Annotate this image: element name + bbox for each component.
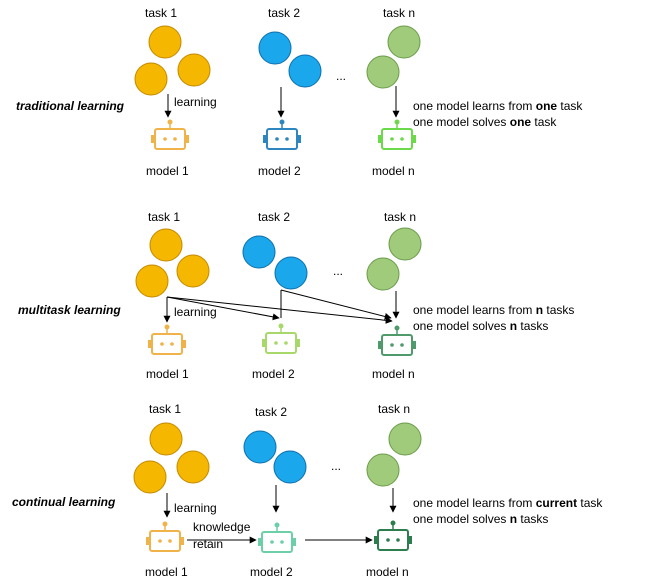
continual-task2-sample — [273, 450, 307, 484]
multitask-taskn-sample — [388, 227, 422, 261]
multitask-arrow-1-to-2 — [166, 296, 280, 321]
traditional-task1-sample — [177, 53, 211, 87]
continual-learning-section: task 1 task 2 task n ... continual learn… — [12, 402, 603, 579]
multitask-arrow-1-to-n — [166, 296, 393, 324]
continual-task2-sample — [243, 430, 277, 464]
continual-learning-label: learning — [174, 501, 217, 515]
multitask-arrow-2-to-n — [280, 289, 392, 320]
traditional-ellipsis: ... — [336, 69, 346, 83]
multitask-task1-sample — [176, 254, 210, 288]
traditional-task2-sample — [258, 31, 292, 65]
continual-taskn-sample — [366, 453, 400, 487]
traditional-task2-sample — [288, 54, 322, 88]
continual-desc-line2: one model solves n tasks — [413, 512, 548, 526]
multitask-learning-label: learning — [174, 305, 217, 319]
traditional-task1-sample — [148, 25, 182, 59]
continual-task1-label: task 1 — [149, 402, 181, 416]
multitask-task2-label: task 2 — [258, 210, 290, 224]
multitask-task1-label: task 1 — [148, 210, 180, 224]
continual-retain-label: retain — [193, 537, 223, 551]
continual-taskn-label: task n — [378, 402, 410, 416]
multitask-modeln-label: model n — [372, 367, 415, 381]
multitask-desc-line1: one model learns from n tasks — [413, 303, 574, 317]
traditional-modeln-robot-icon — [378, 119, 416, 150]
multitask-model1-label: model 1 — [146, 367, 189, 381]
continual-desc-line1: one model learns from current task — [413, 496, 603, 510]
multitask-modeln-robot-icon — [378, 325, 416, 356]
multitask-learning-title: multitask learning — [18, 303, 121, 317]
multitask-model1-robot-icon — [148, 324, 186, 355]
continual-task1-sample — [133, 460, 167, 494]
multitask-task2-sample — [242, 235, 276, 269]
traditional-task2-label: task 2 — [268, 6, 300, 20]
traditional-learning-label: learning — [174, 95, 217, 109]
traditional-desc-line2: one model solves one task — [413, 115, 557, 129]
continual-model1-robot-icon — [146, 521, 184, 552]
traditional-model2-robot-icon — [263, 119, 301, 150]
multitask-model2-robot-icon — [262, 323, 300, 354]
continual-ellipsis: ... — [331, 459, 341, 473]
multitask-task2-sample — [274, 256, 308, 290]
continual-task1-sample — [176, 450, 210, 484]
multitask-taskn-label: task n — [384, 210, 416, 224]
continual-modeln-robot-icon — [374, 520, 412, 551]
multitask-task1-sample — [149, 228, 183, 262]
multitask-learning-section: task 1 task 2 task n ... multitask learn… — [18, 210, 574, 381]
multitask-model2-label: model 2 — [252, 367, 295, 381]
traditional-task1-sample — [134, 62, 168, 96]
continual-task2-label: task 2 — [255, 405, 287, 419]
traditional-model1-robot-icon — [151, 119, 189, 150]
continual-knowledge-label: knowledge — [193, 520, 251, 534]
continual-task1-sample — [149, 422, 183, 456]
continual-model2-robot-icon — [258, 522, 296, 553]
multitask-ellipsis: ... — [333, 264, 343, 278]
traditional-taskn-sample — [366, 55, 400, 89]
traditional-taskn-label: task n — [383, 6, 415, 20]
continual-modeln-label: model n — [366, 565, 409, 579]
traditional-modeln-label: model n — [372, 164, 415, 178]
traditional-desc-line1: one model learns from one task — [413, 99, 583, 113]
multitask-task1-sample — [135, 264, 169, 298]
traditional-task1-label: task 1 — [145, 6, 177, 20]
continual-taskn-sample — [388, 422, 422, 456]
multitask-desc-line2: one model solves n tasks — [413, 319, 548, 333]
continual-model2-label: model 2 — [250, 565, 293, 579]
traditional-model2-label: model 2 — [258, 164, 301, 178]
traditional-learning-title: traditional learning — [16, 99, 125, 113]
traditional-model1-label: model 1 — [146, 164, 189, 178]
traditional-learning-section: task 1 task 2 task n ... traditional lea… — [16, 6, 583, 178]
multitask-taskn-sample — [366, 257, 400, 291]
continual-model1-label: model 1 — [145, 565, 188, 579]
continual-learning-title: continual learning — [12, 495, 116, 509]
traditional-taskn-sample — [387, 25, 421, 59]
